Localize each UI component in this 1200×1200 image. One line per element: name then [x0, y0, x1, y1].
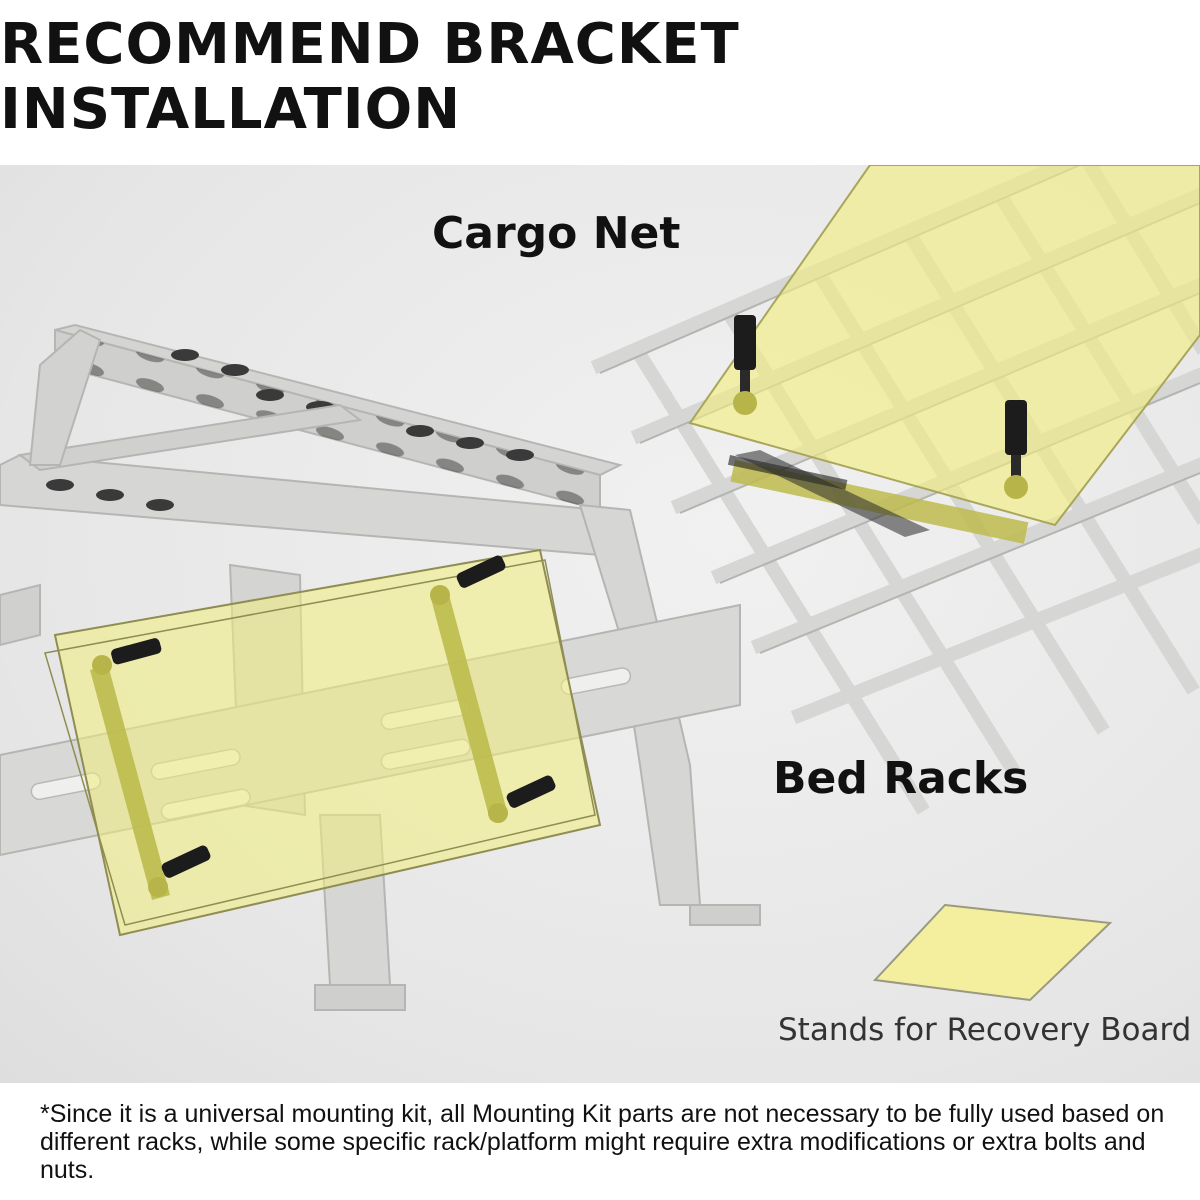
product-scene — [0, 165, 1200, 1083]
recovery-board-label: Stands for Recovery Board — [778, 1012, 1192, 1048]
cargo-net-illustration — [590, 165, 1200, 815]
page-title: RECOMMEND BRACKET INSTALLATION — [0, 11, 740, 142]
recovery-board-icon — [872, 903, 1113, 1002]
header: RECOMMEND BRACKET INSTALLATION — [0, 0, 1200, 165]
bed-racks-label: Bed Racks — [773, 753, 1029, 804]
bed-rack-board — [44, 548, 602, 937]
mounting-bracket-icon — [733, 315, 1028, 499]
cargo-net-label: Cargo Net — [432, 208, 681, 259]
installation-illustration — [0, 165, 1200, 1011]
footnote: *Since it is a universal mounting kit, a… — [40, 1100, 1165, 1184]
